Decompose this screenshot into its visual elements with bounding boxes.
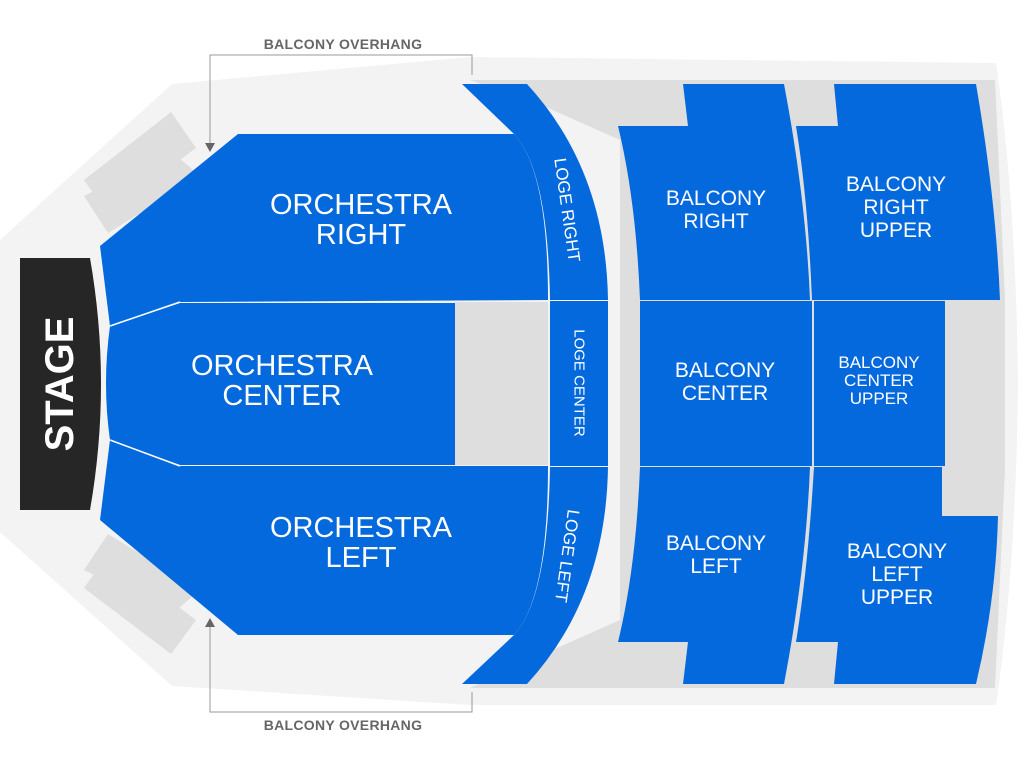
balcony-overhang-top-marker: BALCONY OVERHANG: [205, 36, 473, 152]
side-box-lower-inner: [84, 534, 200, 614]
orchestra-right-area[interactable]: [100, 134, 548, 326]
balcony-overhang-bottom-label: BALCONY OVERHANG: [264, 717, 423, 733]
loge-left-area[interactable]: [462, 467, 608, 684]
balcony-left-area[interactable]: [618, 467, 810, 684]
overhang-bottom-line: [209, 625, 473, 713]
divider-orch-upper: [109, 301, 181, 327]
balcony-center-upper-area[interactable]: [814, 301, 945, 466]
balcony-left-upper-area[interactable]: [796, 467, 998, 684]
overhang-top-line: [209, 54, 473, 145]
balcony-overhang-top-label: BALCONY OVERHANG: [264, 36, 423, 52]
orchestra-center-rear-area: [455, 302, 548, 465]
divider-orch-lower: [109, 439, 181, 467]
section-balcony-center-upper[interactable]: BALCONY CENTER UPPER: [814, 301, 945, 466]
orchestra-left-area[interactable]: [100, 440, 548, 635]
section-balcony-center[interactable]: BALCONY CENTER: [640, 301, 812, 466]
stage-label: STAGE: [38, 317, 82, 452]
side-box-upper-inner: [84, 152, 200, 233]
stage: [20, 258, 101, 510]
balcony-center-area[interactable]: [640, 301, 812, 466]
balcony-right-upper-area[interactable]: [796, 84, 1000, 300]
overhang-bottom-arrow: [205, 618, 215, 627]
side-box-lower-outer: [84, 554, 196, 654]
overhang-top-arrow: [205, 143, 215, 152]
section-orchestra-center[interactable]: ORCHESTRA CENTER: [106, 303, 455, 465]
section-dividers: [109, 301, 181, 467]
loge-center-area[interactable]: [550, 301, 608, 466]
loge-right-area[interactable]: [462, 84, 608, 300]
balcony-overhang-bottom-marker: BALCONY OVERHANG: [205, 618, 473, 733]
section-loge-center[interactable]: LOGE CENTER: [550, 301, 608, 466]
orchestra-center-area[interactable]: [106, 303, 455, 465]
balcony-right-area[interactable]: [618, 84, 810, 300]
left-side-boxes: [84, 112, 200, 654]
